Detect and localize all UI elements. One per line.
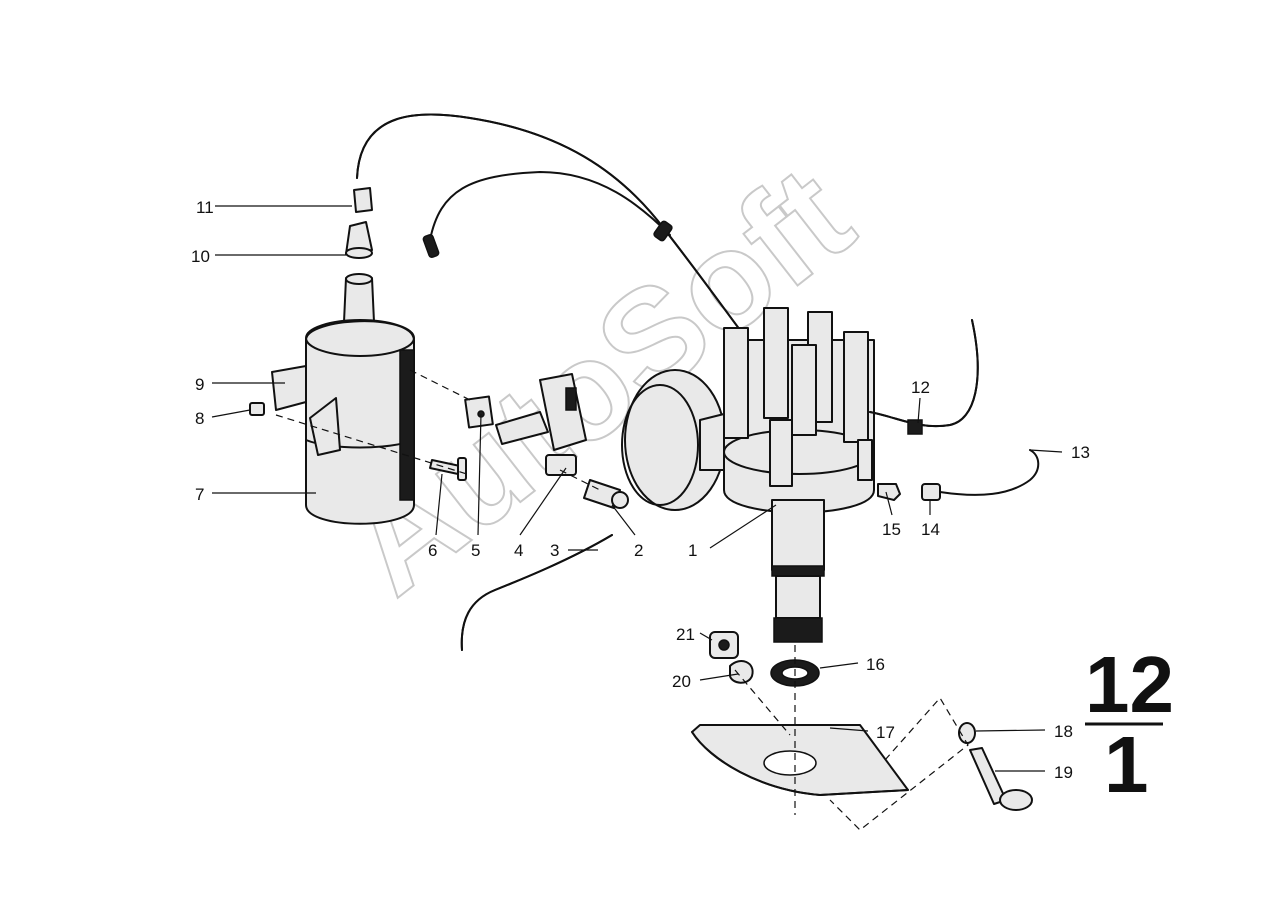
ignition-coil-part-7 bbox=[271, 273, 415, 525]
connector-part-14 bbox=[921, 483, 941, 501]
washer-part-20 bbox=[729, 660, 754, 684]
callout-label-8: 8 bbox=[195, 409, 204, 428]
callout-label-3: 3 bbox=[550, 541, 559, 560]
callout-label-5: 5 bbox=[471, 541, 480, 560]
wire-part-12 bbox=[869, 319, 979, 435]
assembly-lines bbox=[275, 369, 969, 831]
page-number-bottom: 1 bbox=[1104, 720, 1149, 809]
ignition-cable bbox=[356, 113, 741, 331]
vacuum-hose-part-3 bbox=[460, 534, 613, 651]
lead-part-13 bbox=[939, 449, 1040, 496]
condenser-part-2 bbox=[583, 479, 629, 509]
callout-label-10: 10 bbox=[191, 247, 210, 266]
callout-label-19: 19 bbox=[1054, 763, 1073, 782]
callout-label-11: 11 bbox=[196, 198, 214, 217]
callout-label-20: 20 bbox=[672, 672, 691, 691]
callout-label-18: 18 bbox=[1054, 722, 1073, 741]
bolt-part-19 bbox=[969, 747, 1033, 811]
callout-label-14: 14 bbox=[921, 520, 940, 539]
page-number: 12 1 bbox=[1085, 640, 1174, 809]
bracket-part-4 bbox=[495, 373, 587, 476]
clamp-plate-part-17 bbox=[691, 724, 909, 796]
callout-label-6: 6 bbox=[428, 541, 437, 560]
coil-cap-part-11 bbox=[353, 187, 373, 213]
callout-label-13: 13 bbox=[1071, 443, 1090, 462]
callout-label-9: 9 bbox=[195, 375, 204, 394]
coil-boot-part-10 bbox=[345, 221, 373, 259]
connector-part-15 bbox=[877, 483, 901, 501]
callout-labels: 1 2 3 4 5 6 7 8 9 10 11 12 13 14 15 16 1… bbox=[191, 198, 1090, 782]
callout-label-7: 7 bbox=[195, 485, 204, 504]
seal-part-16 bbox=[770, 659, 820, 687]
callout-label-15: 15 bbox=[882, 520, 901, 539]
callout-label-21: 21 bbox=[676, 625, 695, 644]
nut-part-21 bbox=[709, 631, 739, 659]
page-number-top: 12 bbox=[1085, 640, 1174, 729]
bracket-part-5 bbox=[464, 395, 494, 429]
callout-label-16: 16 bbox=[866, 655, 885, 674]
callout-label-12: 12 bbox=[911, 378, 930, 397]
callout-label-17: 17 bbox=[876, 723, 895, 742]
callout-label-4: 4 bbox=[514, 541, 523, 560]
callout-label-1: 1 bbox=[688, 541, 697, 560]
nut-part-8 bbox=[249, 402, 265, 416]
distributor-part-1 bbox=[723, 307, 875, 643]
callout-label-2: 2 bbox=[634, 541, 643, 560]
leader-lines bbox=[211, 205, 1063, 772]
bolt-part-6 bbox=[429, 457, 467, 481]
